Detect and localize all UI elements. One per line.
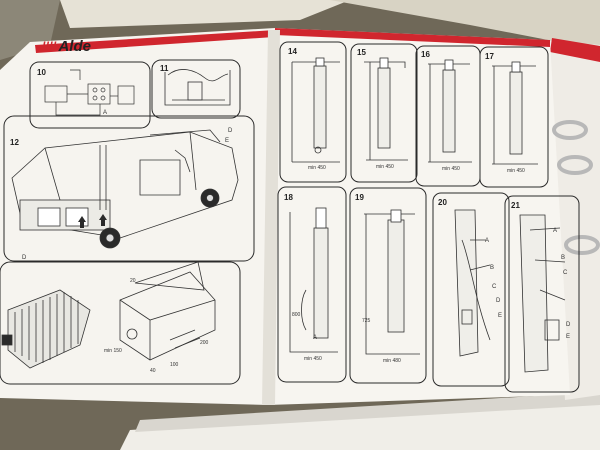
part-letter: A: [103, 110, 108, 116]
part-letter: C: [492, 284, 497, 290]
dimension-label: min 480: [383, 358, 401, 364]
dimension-label: 100: [170, 362, 179, 368]
part-letter: E: [225, 138, 230, 144]
brand-logo: ////Alde: [42, 38, 91, 58]
binder-cover-edge: [135, 392, 600, 432]
figure-number-20: 20: [438, 198, 447, 207]
part-letter: B: [490, 265, 495, 271]
figure-number-11: 11: [160, 64, 169, 73]
part-letter: D: [566, 322, 571, 328]
radiator-drawing: [1, 289, 91, 369]
figure-number-15: 15: [357, 48, 366, 57]
binder-cover-bottom: [120, 400, 600, 450]
part-letter: A: [313, 335, 318, 341]
dimension-label: 20: [130, 278, 136, 284]
panel-20: [432, 192, 510, 387]
panel-21: [504, 195, 580, 393]
dimension-label: 200: [200, 340, 209, 346]
part-letter: A: [553, 228, 558, 234]
part-letter: D: [22, 255, 27, 261]
part-letter: A: [485, 238, 490, 244]
binder-rings: [552, 120, 600, 255]
panel-17: [479, 46, 549, 188]
panel-12: [3, 115, 255, 262]
dimension-label: min 450: [308, 165, 326, 171]
background-paper-right: [330, 0, 600, 50]
page-fold-shadow: [262, 30, 280, 405]
panel-15: [350, 43, 418, 183]
dimension-label: min 450: [304, 356, 322, 362]
figure-number-12: 12: [10, 138, 19, 147]
part-letter: E: [566, 334, 571, 340]
part-letter: D: [496, 298, 501, 304]
background-paper-top: [60, 0, 350, 28]
left-page-red-band: [35, 30, 275, 53]
brand-name: Alde: [58, 38, 91, 55]
panel-13: [0, 261, 241, 385]
figure-number-21: 21: [511, 201, 520, 210]
panel-11: [151, 59, 241, 119]
part-letter: D: [228, 128, 233, 134]
right-page: [268, 28, 570, 405]
pipe-loop-diagram: [164, 69, 231, 106]
boiler-diagrams-bottom: [289, 207, 566, 373]
panel-19: [349, 187, 427, 384]
next-page-red-band: [550, 38, 600, 62]
panel-18: [277, 186, 347, 383]
bench-drawing: [119, 261, 216, 361]
caravan-drawing: [11, 129, 239, 249]
dimension-label: min 450: [442, 166, 460, 172]
panel-10: [29, 61, 151, 129]
dimension-label: 800: [292, 312, 301, 318]
part-letter: C: [563, 270, 568, 276]
dimension-label: min 450: [507, 168, 525, 174]
figure-number-18: 18: [284, 193, 293, 202]
brand-slashes-icon: ////: [42, 39, 57, 54]
wiring-diagram: [44, 69, 135, 116]
figure-number-19: 19: [355, 193, 364, 202]
right-page-red-band: [275, 28, 550, 47]
up-arrow-icons: [78, 214, 107, 228]
boiler-diagrams-top: [291, 57, 538, 165]
figure-number-17: 17: [485, 52, 494, 61]
dimension-label: 40: [150, 368, 156, 374]
figure-number-10: 10: [37, 68, 46, 77]
part-letter: B: [561, 255, 566, 261]
dimension-label: 725: [362, 318, 371, 324]
panel-14: [279, 41, 347, 183]
dimension-label: min 150: [104, 348, 122, 354]
figure-number-14: 14: [288, 47, 297, 56]
part-letter: E: [498, 313, 503, 319]
dimension-label: min 450: [376, 164, 394, 170]
figure-number-16: 16: [421, 50, 430, 59]
